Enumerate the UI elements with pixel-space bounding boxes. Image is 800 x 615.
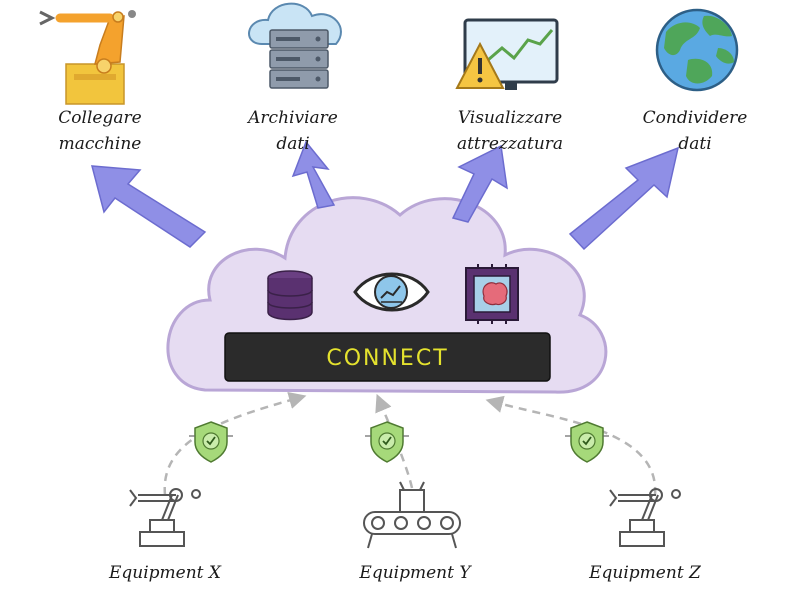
- connector-y: [375, 393, 414, 489]
- label-archiviare: Archiviare dati: [248, 108, 338, 154]
- connector-x: [163, 391, 307, 496]
- arrow-to-archiviare: [291, 140, 336, 209]
- globe-icon: [655, 8, 739, 92]
- label-equipment-x: Equipment X: [108, 563, 222, 583]
- label-equipment-y: Equipment Y: [359, 563, 471, 583]
- brand-logo-text: CONNECT: [326, 345, 449, 371]
- eye-analytics-icon: [353, 272, 430, 312]
- shield-icon: [565, 421, 609, 463]
- arrow-to-visualizzare: [451, 144, 508, 223]
- database-icon: [267, 270, 313, 321]
- monitor-warning-icon: [455, 18, 559, 90]
- arrow-to-collegare: [91, 165, 207, 248]
- label-collegare: Collegare macchine: [58, 108, 142, 154]
- arrow-to-condividere: [568, 146, 680, 251]
- robot-arm-icon: [609, 488, 681, 547]
- conveyor-icon: [363, 481, 461, 549]
- shield-icon: [365, 421, 409, 463]
- robot-arm-icon: [129, 488, 201, 547]
- ai-chip-icon: [465, 264, 519, 324]
- shield-icon: [189, 421, 233, 463]
- label-visualizzare: Visualizzare attrezzatura: [456, 108, 564, 154]
- label-condividere: Condividere dati: [642, 108, 748, 154]
- robot-arm-icon: [39, 10, 136, 105]
- label-equipment-z: Equipment Z: [589, 563, 701, 583]
- cloud-server-icon: [248, 2, 342, 89]
- connect-bar: [224, 332, 551, 382]
